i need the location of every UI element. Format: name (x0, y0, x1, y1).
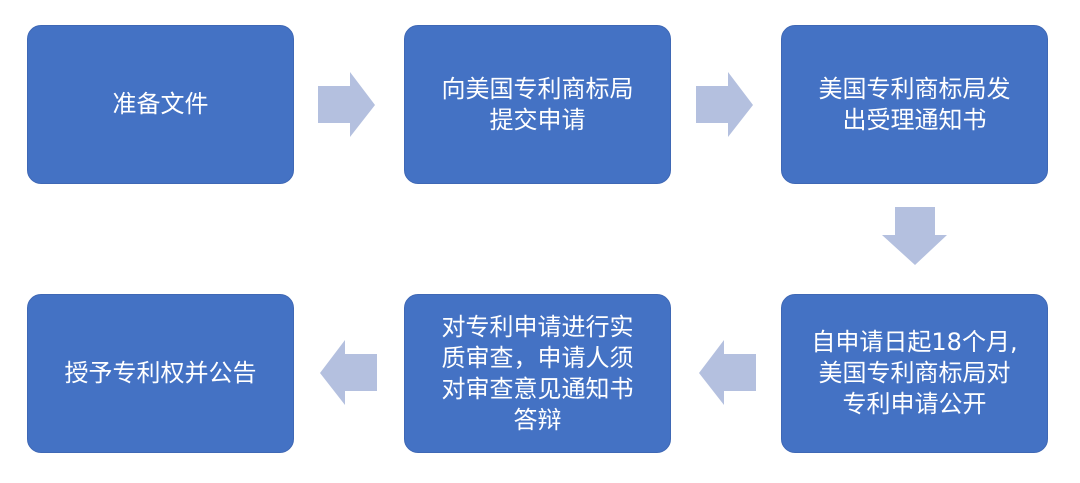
step-text: 美国专利商标局对 (818, 359, 1011, 387)
step-text: 专利申请公开 (842, 390, 987, 418)
arrow-left-icon (320, 340, 377, 405)
step-text: 授予专利权并公告 (64, 359, 257, 387)
arrow-down-icon (882, 207, 947, 265)
step-text: 答辩 (513, 405, 562, 434)
step-text: 向美国专利商标局 (441, 74, 634, 103)
step-receipt-notice: 美国专利商标局发 出受理通知书 (781, 25, 1048, 184)
step-substantive-examination: 对专利申请进行实 质审查，申请人须 对审查意见通知书 答辩 (404, 294, 671, 453)
step-text: 美国专利商标局发 (818, 74, 1011, 103)
step-text: 对专利申请进行实 (441, 312, 634, 341)
step-publication: 自申请日起18个月, 美国专利商标局对 专利申请公开 (781, 294, 1048, 453)
step-text: 准备文件 (112, 90, 209, 118)
step-text: 提交申请 (489, 105, 586, 134)
arrow-right-icon (318, 72, 375, 137)
arrow-right-icon (696, 72, 753, 137)
step-submit-application: 向美国专利商标局 提交申请 (404, 25, 671, 184)
arrow-left-icon (699, 340, 756, 405)
step-prepare-documents: 准备文件 (27, 25, 294, 184)
step-text: 质审查，申请人须 (441, 343, 634, 372)
step-text: 对审查意见通知书 (441, 374, 634, 403)
step-text: 出受理通知书 (842, 105, 987, 134)
step-grant-patent: 授予专利权并公告 (27, 294, 294, 453)
step-text: 自申请日起18个月, (811, 328, 1018, 356)
